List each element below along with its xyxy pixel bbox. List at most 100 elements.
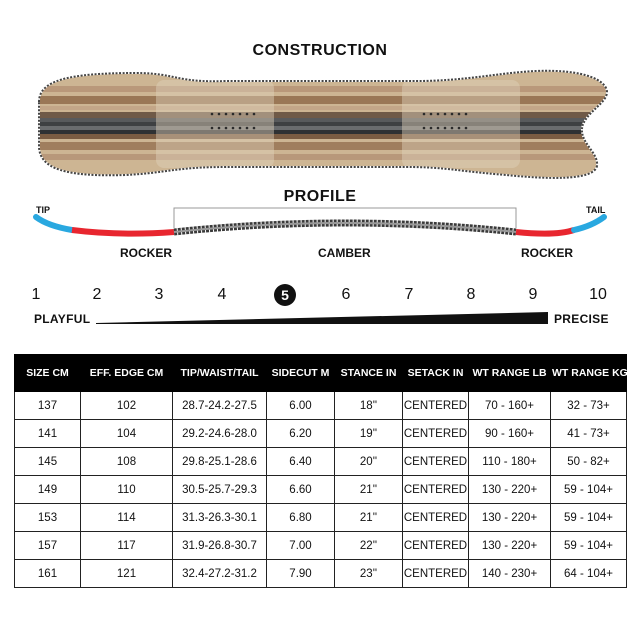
table-header-cell: STANCE IN [334, 354, 403, 392]
table-cell: 110 - 180+ [468, 447, 551, 476]
table-cell: 29.8-25.1-28.6 [172, 447, 267, 476]
table-cell: 21'' [334, 475, 403, 504]
table-cell: 161 [14, 559, 81, 588]
rocker-right-label: ROCKER [521, 246, 574, 260]
scale-number: 9 [528, 286, 538, 303]
scale-number: 6 [341, 286, 351, 303]
table-cell: 30.5-25.7-29.3 [172, 475, 267, 504]
table-cell: 50 - 82+ [550, 447, 627, 476]
table-cell: 7.00 [266, 531, 335, 560]
table-header-cell: SETACK IN [402, 354, 469, 392]
table-cell: 59 - 104+ [550, 503, 627, 532]
scale-number: 1 [31, 286, 41, 303]
table-cell: 19'' [334, 419, 403, 448]
table-cell: 59 - 104+ [550, 475, 627, 504]
table-cell: 104 [80, 419, 173, 448]
table-cell: 32 - 73+ [550, 391, 627, 420]
scale-number: 10 [589, 286, 607, 303]
playful-label: PLAYFUL [34, 312, 91, 326]
table-cell: 157 [14, 531, 81, 560]
scale-number: 8 [466, 286, 476, 303]
table-header-cell: TIP/WAIST/TAIL [172, 354, 267, 392]
table-header-cell: SIDECUT M [266, 354, 335, 392]
table-cell: 6.40 [266, 447, 335, 476]
table-header-cell: EFF. EDGE CM [80, 354, 173, 392]
table-cell: 7.90 [266, 559, 335, 588]
table-cell: 32.4-27.2-31.2 [172, 559, 267, 588]
table-cell: 149 [14, 475, 81, 504]
table-cell: CENTERED [402, 419, 469, 448]
table-cell: 6.60 [266, 475, 335, 504]
scale-number: 7 [404, 286, 414, 303]
table-cell: 145 [14, 447, 81, 476]
table-cell: 6.20 [266, 419, 335, 448]
table-cell: CENTERED [402, 531, 469, 560]
profile-title: PROFILE [283, 188, 357, 205]
table-cell: 140 - 230+ [468, 559, 551, 588]
table-cell: 117 [80, 531, 173, 560]
table-cell: 130 - 220+ [468, 531, 551, 560]
table-cell: 31.3-26.3-30.1 [172, 503, 267, 532]
tip-segment [33, 214, 75, 233]
table-cell: 20'' [334, 447, 403, 476]
table-cell: 137 [14, 391, 81, 420]
table-cell: 70 - 160+ [468, 391, 551, 420]
scale-number: 4 [217, 286, 227, 303]
rocker-right-segment [515, 227, 575, 237]
rocker-left-label: ROCKER [120, 246, 173, 260]
table-header-cell: SIZE CM [14, 354, 81, 392]
scale-number: 5 [274, 284, 296, 306]
rocker-left-segment [71, 227, 175, 237]
construction-title: CONSTRUCTION [252, 42, 388, 59]
tail-label: TAIL [586, 205, 606, 215]
table-cell: 59 - 104+ [550, 531, 627, 560]
table-cell: 29.2-24.6-28.0 [172, 419, 267, 448]
table-cell: 110 [80, 475, 173, 504]
table-cell: 6.00 [266, 391, 335, 420]
table-cell: 64 - 104+ [550, 559, 627, 588]
table-cell: 28.7-24.2-27.5 [172, 391, 267, 420]
table-cell: 130 - 220+ [468, 475, 551, 504]
table-header-cell: WT RANGE LB [468, 354, 551, 392]
table-cell: 121 [80, 559, 173, 588]
table-cell: 6.80 [266, 503, 335, 532]
table-cell: 90 - 160+ [468, 419, 551, 448]
profile-shape [33, 207, 607, 237]
table-cell: 41 - 73+ [550, 419, 627, 448]
table-cell: 114 [80, 503, 173, 532]
table-header-cell: WT RANGE KG [550, 354, 628, 392]
precise-label: PRECISE [554, 312, 609, 326]
camber-label: CAMBER [318, 246, 371, 260]
camber-highlight [173, 222, 517, 233]
table-cell: 108 [80, 447, 173, 476]
table-cell: 22'' [334, 531, 403, 560]
table-cell: CENTERED [402, 559, 469, 588]
scale-number: 2 [92, 286, 102, 303]
tip-label: TIP [36, 205, 51, 215]
table-cell: 21'' [334, 503, 403, 532]
table-cell: CENTERED [402, 503, 469, 532]
table-cell: 31.9-26.8-30.7 [172, 531, 267, 560]
tail-segment [571, 214, 607, 233]
scale-wedge [96, 312, 548, 324]
table-cell: 130 - 220+ [468, 503, 551, 532]
scale-number: 3 [154, 286, 164, 303]
table-cell: CENTERED [402, 391, 469, 420]
profile-diagram: TIP TAIL ROCKER CAMBER ROCKER [0, 200, 640, 270]
table-cell: 102 [80, 391, 173, 420]
table-cell: 23'' [334, 559, 403, 588]
table-cell: 153 [14, 503, 81, 532]
table-cell: CENTERED [402, 475, 469, 504]
snowboard-construction-graphic [38, 69, 609, 179]
table-cell: 141 [14, 419, 81, 448]
